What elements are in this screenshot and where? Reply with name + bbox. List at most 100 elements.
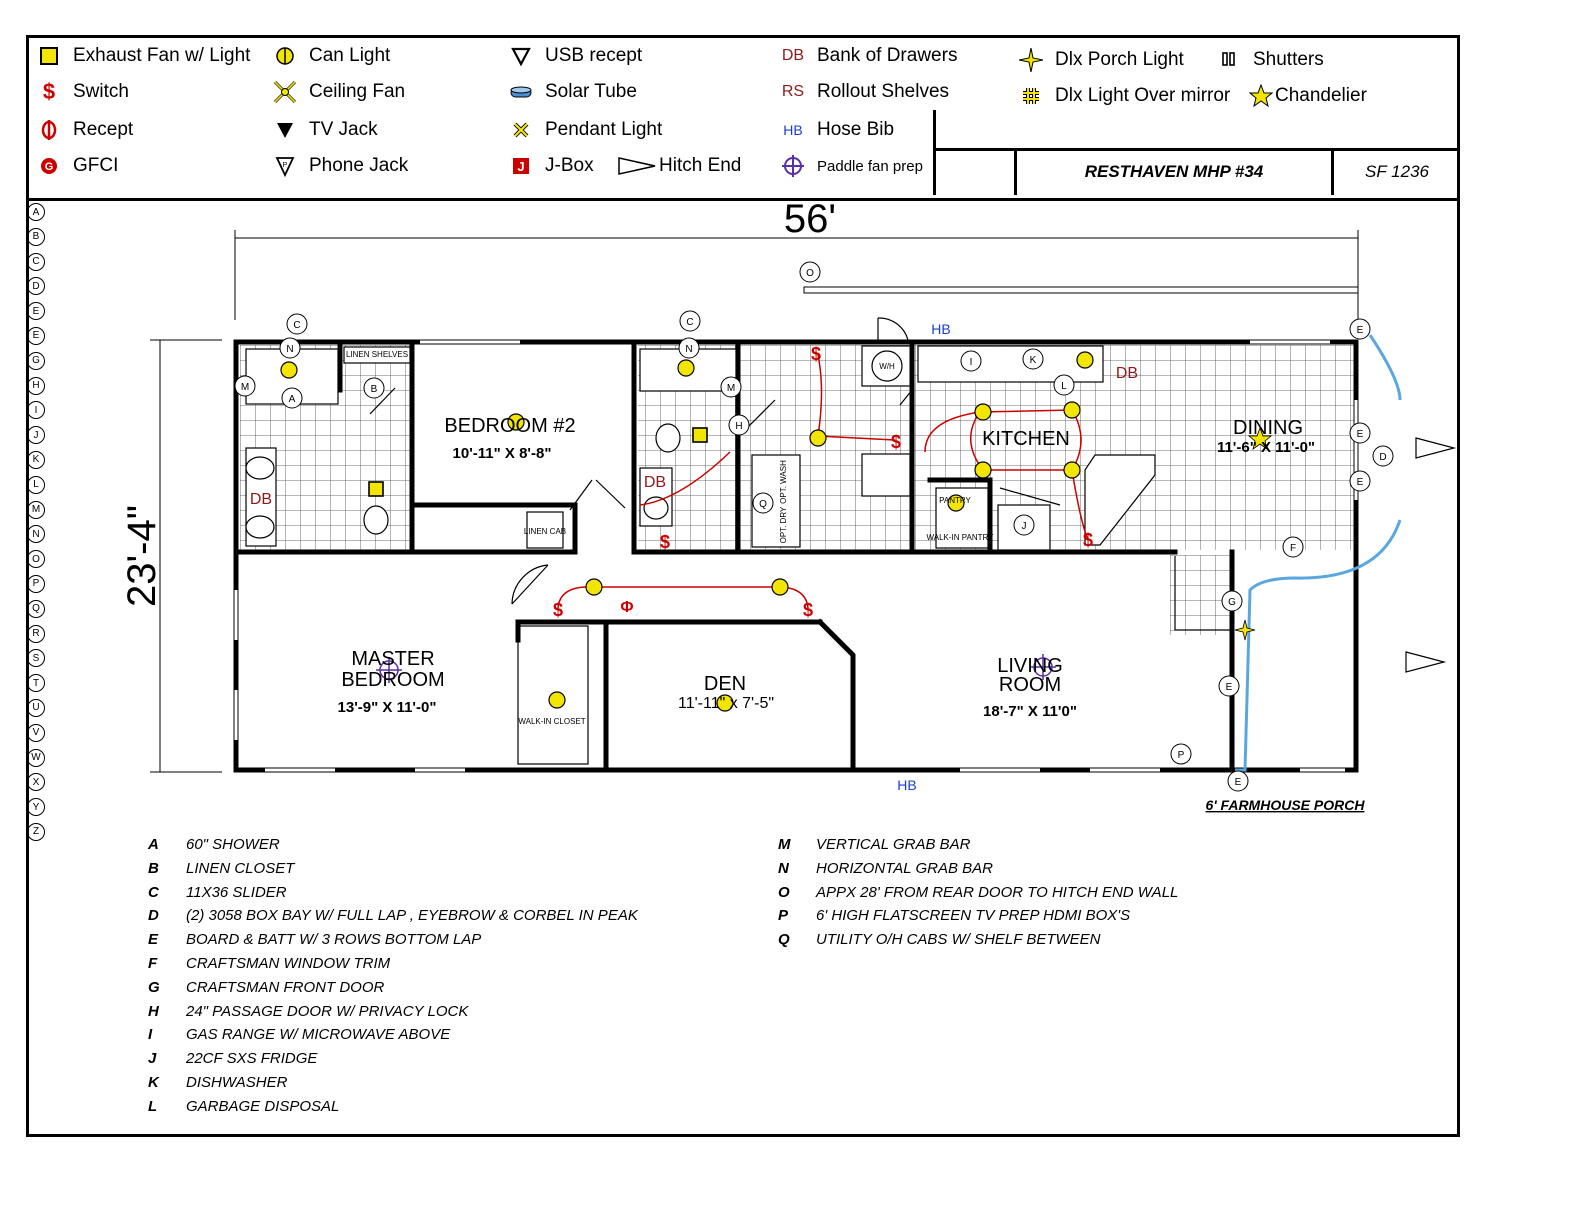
legend-usb: USB recept xyxy=(509,44,642,68)
grid-letter: E xyxy=(27,302,45,321)
hitch-end-arrow-bottom xyxy=(1405,651,1447,673)
legend-light-over-mirror: Dlx Light Over mirror xyxy=(1019,84,1230,108)
callout-circle xyxy=(1227,770,1249,792)
deluxe-porch-light-icon xyxy=(1019,48,1043,72)
title-block: RESTHAVEN MHP #34 SF 1236 xyxy=(933,110,1460,195)
note-text: APPX 28' FROM REAR DOOR TO HITCH END WAL… xyxy=(816,883,1179,901)
porch-outline-top xyxy=(1368,334,1402,401)
note-text: 6' HIGH FLATSCREEN TV PREP HDMI BOX'S xyxy=(816,907,1131,925)
grid-letter: B xyxy=(27,227,45,246)
callout-circle xyxy=(1349,318,1371,340)
note-text: UTILITY O/H CABS W/ SHELF BETWEEN xyxy=(816,931,1101,949)
legend-gfci: G GFCI xyxy=(37,154,118,178)
legend-hose-bib: HB Hose Bib xyxy=(781,118,894,142)
svg-text:PANTRY: PANTRY xyxy=(939,496,971,505)
callout-letter: E xyxy=(1357,477,1364,488)
grid-letter: J xyxy=(27,426,45,445)
note-text: 60" SHOWER xyxy=(186,836,280,853)
dining-chandelier xyxy=(1247,426,1273,450)
callout-letter: A xyxy=(289,394,296,405)
room-master-line2: BEDROOM xyxy=(341,669,444,691)
usb-receptacle-icon xyxy=(509,44,533,68)
svg-text:WALK-IN CLOSET: WALK-IN CLOSET xyxy=(518,717,585,726)
room-dining: DINING xyxy=(1233,417,1303,439)
grid-letter: A xyxy=(27,203,45,221)
legend-pendant-light: Pendant Light xyxy=(509,118,662,142)
legend-hitch-end: Hitch End xyxy=(617,154,741,178)
receptacle-icon xyxy=(37,118,61,142)
callout-circle xyxy=(799,261,821,283)
plan-small-labels: LINEN SHELVES LINEN CAB WALK-IN CLOSET P… xyxy=(346,350,994,726)
svg-text:WALK-IN PANTRY: WALK-IN PANTRY xyxy=(927,533,995,542)
legend-tv-jack: TV Jack xyxy=(273,118,378,142)
callout-letter: D xyxy=(1379,452,1386,463)
callout-circle xyxy=(1170,743,1192,765)
svg-text:G: G xyxy=(45,161,54,173)
callout-circle xyxy=(678,337,700,359)
callout-circle xyxy=(234,375,256,397)
callout-circle xyxy=(363,377,385,399)
callout-letter: C xyxy=(686,317,693,328)
room-living-line2: ROOM xyxy=(999,674,1061,696)
callout-letter: P xyxy=(1178,750,1185,761)
legend-receptacle: Recept xyxy=(37,118,133,142)
note-text: 24" PASSAGE DOOR W/ PRIVACY LOCK xyxy=(186,1002,469,1020)
grid-letter: E xyxy=(27,326,45,345)
callout-circle xyxy=(281,387,303,409)
chandelier-icon xyxy=(1249,84,1273,108)
drawers-bath: DB xyxy=(250,491,272,508)
callout-letter: B xyxy=(371,384,378,395)
svg-text:OPT. WASH: OPT. WASH xyxy=(779,460,788,504)
grid-letter: Y xyxy=(27,798,45,817)
porch-label: 6' FARMHOUSE PORCH xyxy=(1206,797,1366,813)
note-key: N xyxy=(778,859,789,877)
note-text: DISHWASHER xyxy=(186,1074,288,1091)
doors xyxy=(369,317,1230,631)
callout-circle xyxy=(279,337,301,359)
legend-ceiling-fan: Ceiling Fan xyxy=(273,80,405,104)
gfci-icon: G xyxy=(37,154,61,178)
room-bedroom-2: BEDROOM #2 xyxy=(444,415,575,437)
note-key: F xyxy=(148,955,158,972)
callout-circle xyxy=(286,313,308,335)
legend-shutters: Shutters xyxy=(1217,48,1324,72)
note-key: B xyxy=(148,859,159,877)
fixtures xyxy=(245,345,1156,765)
porch-light xyxy=(1234,619,1256,641)
pendant-light-icon xyxy=(509,118,533,142)
svg-text:W/H: W/H xyxy=(879,362,895,371)
note-key: K xyxy=(148,1074,159,1091)
callout-letter: M xyxy=(727,383,735,394)
grid-letter: G xyxy=(27,351,45,370)
legend-solar-tube: Solar Tube xyxy=(509,80,637,104)
dimension-lines xyxy=(150,230,1359,773)
svg-text:$: $ xyxy=(803,600,813,620)
overall-width-dim: 56' xyxy=(784,197,836,241)
can-light-icon xyxy=(273,44,297,68)
paddle-fan-prep-icon xyxy=(781,154,805,178)
note-key: Q xyxy=(778,931,790,949)
overall-depth-dim: 23'-4" xyxy=(120,505,164,607)
callout-letter: M xyxy=(241,382,249,393)
callout-letter: I xyxy=(970,357,973,368)
hose-bib-front: HB xyxy=(897,777,916,793)
grid-letter: O xyxy=(27,550,45,569)
grid-letter: V xyxy=(27,723,45,742)
room-kitchen: KITCHEN xyxy=(982,428,1070,450)
room-labels: BEDROOM #2 10'-11" X 8'-8" KITCHEN DININ… xyxy=(338,415,1316,720)
note-text: BOARD & BATT W/ 3 ROWS BOTTOM LAP xyxy=(186,931,482,949)
deluxe-light-mirror-icon xyxy=(1019,84,1043,108)
note-key: C xyxy=(148,883,159,901)
solar-tube-icon xyxy=(509,80,533,104)
note-text: GARBAGE DISPOSAL xyxy=(186,1097,340,1115)
legend-can-light: Can Light xyxy=(273,44,390,68)
room-den: DEN xyxy=(704,673,746,695)
grid-letter: L xyxy=(27,475,45,494)
grid-letter: W xyxy=(27,748,45,767)
callout-letter: L xyxy=(1061,381,1067,392)
exhaust-fans xyxy=(368,427,708,497)
room-dining-size: 11'-6" X 11'-0" xyxy=(1217,439,1315,456)
note-key: D xyxy=(148,907,159,925)
note-text: VERTICAL GRAB BAR xyxy=(816,836,971,853)
paddle-fan-preps xyxy=(376,654,1056,683)
